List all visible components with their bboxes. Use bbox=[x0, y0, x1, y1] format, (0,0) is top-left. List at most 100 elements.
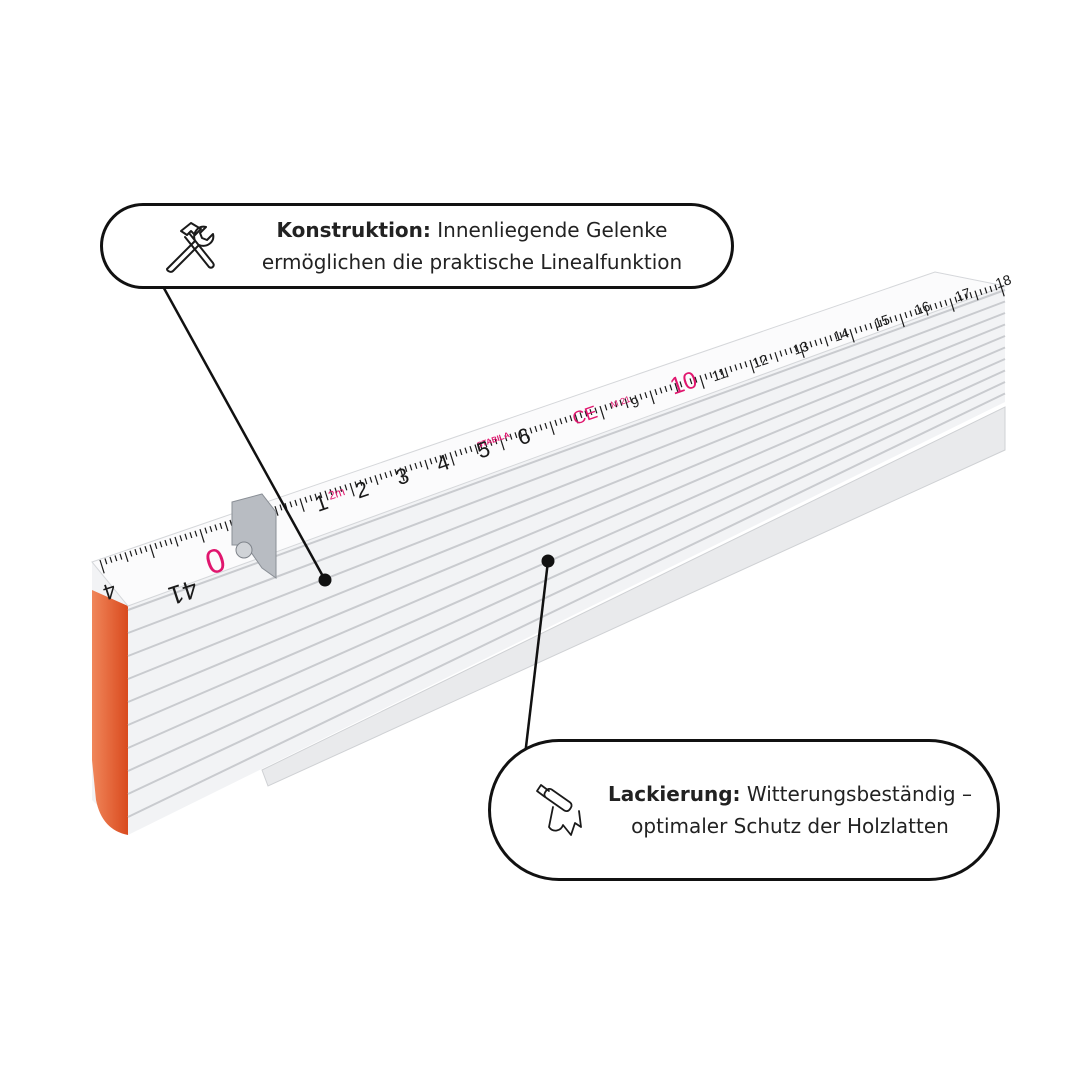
scale-tick bbox=[164, 539, 168, 546]
scale-tick bbox=[959, 295, 963, 302]
scale-tick bbox=[304, 496, 308, 503]
scale-tick bbox=[789, 347, 793, 354]
scale-tick bbox=[844, 330, 848, 337]
scale-tick bbox=[739, 362, 743, 369]
scale-tick bbox=[359, 479, 363, 486]
scale-tick bbox=[384, 472, 388, 479]
scale-tick bbox=[329, 489, 333, 496]
scale-tick bbox=[389, 470, 393, 477]
scale-tick bbox=[499, 436, 505, 451]
scale-tick bbox=[174, 536, 179, 547]
callout-lackierung-line2: optimaler Schutz der Holzlatten bbox=[631, 814, 949, 838]
scale-number: 16 bbox=[912, 298, 932, 318]
scale-tick bbox=[459, 449, 463, 456]
scale-tick bbox=[609, 402, 613, 409]
scale-tick bbox=[429, 458, 433, 465]
scale-tick bbox=[954, 296, 958, 303]
scale-tick bbox=[604, 404, 608, 411]
scale-tick bbox=[874, 321, 879, 332]
scale-tick bbox=[869, 322, 873, 329]
scale-tick bbox=[274, 505, 279, 516]
scale-tick bbox=[679, 381, 683, 388]
scale-tick bbox=[169, 538, 173, 545]
scale-tick bbox=[224, 521, 229, 532]
scale-tick bbox=[669, 384, 673, 391]
scale-tick bbox=[984, 287, 988, 294]
scale-tick bbox=[814, 339, 818, 346]
scale-tick bbox=[309, 495, 313, 502]
callout-konstruktion-line1: Innenliegende Gelenke bbox=[430, 218, 668, 242]
scale-tick bbox=[859, 325, 863, 332]
scale-tick bbox=[624, 398, 629, 409]
scale-tick bbox=[839, 332, 843, 339]
callout-lackierung-title: Lackierung: bbox=[608, 782, 741, 806]
scale-tick bbox=[479, 442, 483, 449]
scale-tick bbox=[734, 364, 738, 371]
leader-dot-konstruktion-end bbox=[318, 573, 332, 587]
scale-tick bbox=[804, 342, 808, 349]
scale-tick bbox=[879, 319, 883, 326]
scale-tick bbox=[469, 445, 473, 453]
scale-tick bbox=[974, 290, 979, 301]
slat-edge-line bbox=[127, 381, 1006, 795]
scale-tick bbox=[594, 407, 598, 414]
scale-tick bbox=[939, 301, 943, 308]
scale-tick bbox=[179, 535, 183, 542]
scale-tick bbox=[724, 367, 729, 378]
scale-tick bbox=[899, 313, 905, 328]
length-badge: 2m bbox=[326, 484, 346, 503]
scale-tick bbox=[394, 469, 398, 476]
scale-tick bbox=[964, 293, 968, 300]
scale-tick bbox=[504, 435, 508, 442]
scale-tick bbox=[969, 292, 973, 299]
scale-tick bbox=[189, 532, 193, 539]
ruler-scale-ticks bbox=[99, 282, 1005, 574]
scale-tick bbox=[664, 385, 668, 392]
scale-number: 11 bbox=[710, 365, 729, 385]
scale-tick bbox=[199, 529, 205, 543]
scale-tick bbox=[289, 501, 293, 508]
scale-tick bbox=[539, 424, 543, 431]
scale-tick bbox=[489, 439, 493, 446]
scale-tick bbox=[159, 541, 163, 548]
slat-edge-line bbox=[127, 300, 1006, 634]
scale-tick bbox=[424, 459, 429, 470]
scale-tick bbox=[514, 432, 518, 439]
scale-tick bbox=[319, 492, 323, 499]
scale-tick bbox=[444, 453, 448, 460]
scale-tick bbox=[819, 338, 823, 345]
scale-tick bbox=[709, 372, 713, 379]
scale-tick bbox=[559, 418, 563, 425]
scale-number: 15 bbox=[872, 311, 892, 331]
scale-tick bbox=[184, 533, 188, 540]
scale-tick bbox=[214, 524, 218, 531]
scale-tick bbox=[684, 379, 688, 386]
ruler-lower-segment bbox=[261, 406, 1006, 787]
scale-tick bbox=[944, 299, 948, 306]
scale-tick bbox=[154, 542, 158, 549]
scale-tick bbox=[759, 356, 763, 363]
scale-tick bbox=[999, 282, 1005, 297]
scale-tick bbox=[119, 553, 123, 560]
paint-roller-icon bbox=[536, 784, 582, 836]
scale-tick bbox=[454, 450, 458, 457]
scale-number: 12 bbox=[750, 351, 770, 371]
leader-dot-lackierung-start bbox=[541, 554, 555, 568]
scale-tick bbox=[719, 368, 723, 376]
scale-tick bbox=[634, 395, 638, 402]
scale-tick bbox=[519, 430, 523, 437]
scale-tick bbox=[699, 375, 705, 389]
tools-icon bbox=[166, 222, 215, 273]
scale-tick bbox=[464, 447, 468, 454]
scale-tick bbox=[934, 302, 938, 309]
scale-tick bbox=[674, 382, 679, 393]
scale-tick bbox=[404, 465, 408, 473]
ruler-wood-end bbox=[92, 590, 128, 835]
scale-tick bbox=[344, 484, 348, 491]
scale-tick bbox=[784, 348, 788, 356]
scale-tick bbox=[629, 396, 633, 403]
scale-tick bbox=[299, 498, 305, 512]
scale-tick bbox=[924, 305, 929, 316]
scale-tick bbox=[649, 390, 655, 405]
